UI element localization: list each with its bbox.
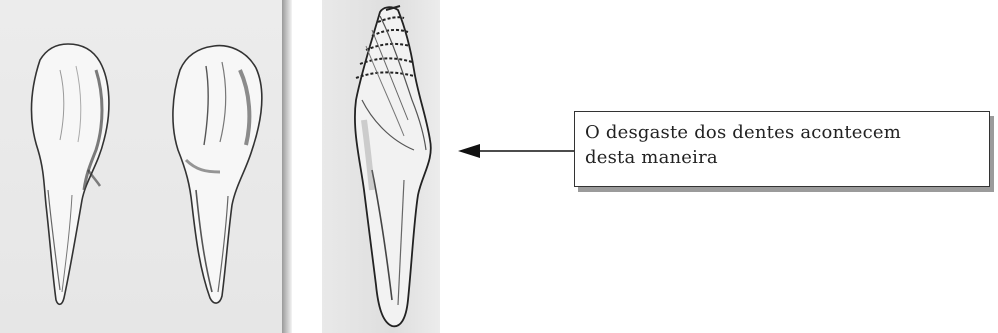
callout-box: O desgaste dos dentes acontecem desta ma… bbox=[574, 111, 990, 187]
tooth-left bbox=[31, 44, 109, 304]
callout-arrow bbox=[458, 144, 574, 158]
callout-line-2: desta maneira bbox=[585, 145, 979, 170]
worn-tooth-profile bbox=[355, 6, 431, 326]
tooth-right bbox=[173, 46, 262, 303]
callout-line-1: O desgaste dos dentes acontecem bbox=[585, 120, 979, 145]
